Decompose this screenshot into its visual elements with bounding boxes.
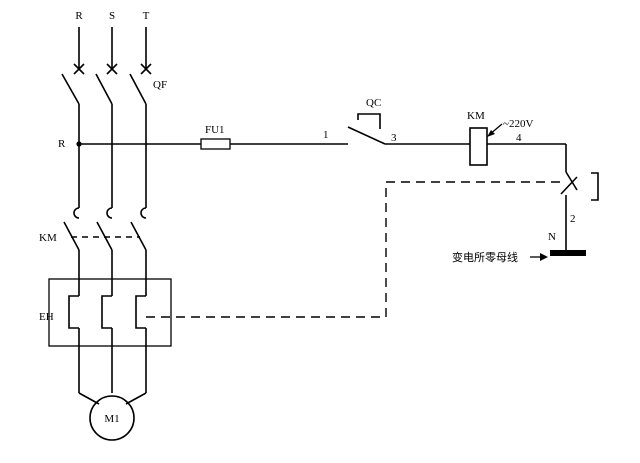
switch-qc [347, 113, 386, 145]
fuse-fu1 [200, 138, 231, 150]
supply-label: ~220V [503, 118, 533, 130]
phase-s-label: S [109, 10, 115, 22]
fuse-label: FU1 [205, 124, 225, 136]
heater-label: EH [39, 311, 54, 323]
mechanical-linkage [146, 181, 566, 318]
node-3-label: 3 [391, 132, 397, 144]
motor-label: M1 [104, 413, 119, 425]
node-2-label: 2 [570, 213, 576, 225]
contactor-label: KM [39, 232, 57, 244]
breaker-qf [61, 63, 152, 105]
neutral-bar-label: 变电所零母线 [452, 250, 518, 264]
coil-label: KM [467, 110, 485, 122]
tap-r-label: R [58, 138, 66, 150]
thermal-relay-box [48, 278, 172, 347]
contactor-km-main [63, 207, 147, 251]
phase-t-label: T [143, 10, 150, 22]
neutral-label: N [548, 231, 556, 243]
breaker-label: QF [153, 79, 167, 91]
phase-r-label: R [75, 10, 83, 22]
thermal-relay-eh [68, 295, 146, 329]
switch-label: QC [366, 97, 381, 109]
coil-km [469, 127, 488, 166]
node-1-label: 1 [323, 129, 329, 141]
auxiliary-contact [560, 144, 599, 250]
node-4-label: 4 [516, 132, 522, 144]
motor-m1 [89, 395, 135, 441]
neutral-busbar [550, 250, 586, 256]
three-phase-circuit: QF KM EH [39, 27, 172, 441]
control-circuit: R FU1 1 QC 3 KM ~220V 4 [58, 97, 599, 264]
